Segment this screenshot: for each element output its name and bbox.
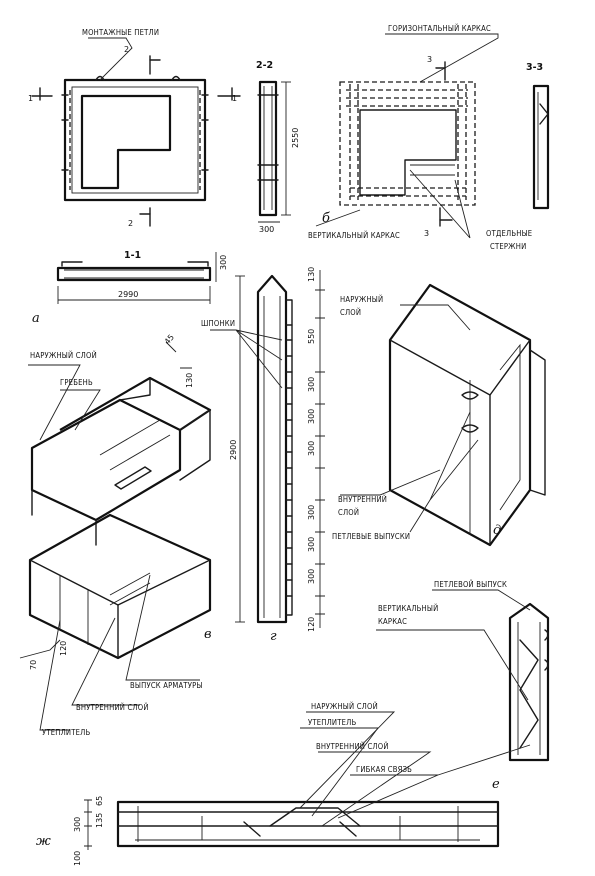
letter-d: д <box>493 523 501 538</box>
dim-2900: 2900 <box>229 440 238 460</box>
label-naruzhny-sloy-zh: НАРУЖНЫЙ СЛОЙ <box>311 702 378 711</box>
section-3-3 <box>532 84 550 210</box>
dim-zh-300: 300 <box>73 817 82 832</box>
dim-70-v: 70 <box>29 660 38 670</box>
label-petlevye-vypuski: ПЕТЛЕВЫЕ ВЫПУСКИ <box>332 532 410 541</box>
section-2-2 <box>257 80 291 223</box>
label-naruzhny-sloy-v: НАРУЖНЫЙ СЛОЙ <box>30 351 97 360</box>
dim-300-section11: 300 <box>219 255 228 270</box>
label-gorizontalny-karkas: ГОРИЗОНТАЛЬНЫЙ КАРКАС <box>388 24 491 33</box>
label-sterzhni: СТЕРЖНИ <box>490 242 526 251</box>
panel-v-isometric <box>19 341 212 731</box>
label-uteplitel-v: УТЕПЛИТЕЛЬ <box>42 728 90 737</box>
panel-zh-section <box>84 711 531 850</box>
letter-v: в <box>204 627 212 642</box>
label-vnutrenny-sloy-zh: ВНУТРЕННИЙ СЛОЙ <box>316 742 389 751</box>
label-otdelnye: ОТДЕЛЬНЫЕ <box>486 229 532 238</box>
dim-zh-135: 135 <box>95 813 104 828</box>
label-petlevoy-vypusk: ПЕТЛЕВОЙ ВЫПУСК <box>434 580 507 589</box>
letter-e: е <box>492 777 500 792</box>
section-mark-3-bottom: 3 <box>424 229 429 238</box>
label-vnutrenny-sloy-v: ВНУТРЕННИЙ СЛОЙ <box>76 703 149 712</box>
label-naruzhny-d-2: СЛОЙ <box>340 308 361 317</box>
label-vertikalny-karkas-b: ВЕРТИКАЛЬНЫЙ КАРКАС <box>308 231 400 240</box>
label-vertikalny-e-1: ВЕРТИКАЛЬНЫЙ <box>378 604 438 613</box>
dim-g-300-2: 300 <box>307 409 316 424</box>
section-title-3-3: 3-3 <box>526 62 543 73</box>
label-greben: ГРЕБЕНЬ <box>60 378 93 387</box>
section-mark-1-right: 1 <box>232 94 237 103</box>
dim-g-550: 550 <box>307 329 316 344</box>
dim-g-120: 120 <box>307 617 316 632</box>
label-vertikalny-e-2: КАРКАС <box>378 617 407 626</box>
dim-130-v: 130 <box>185 373 194 388</box>
dim-45: 45 <box>163 333 176 347</box>
label-naruzhny-d-1: НАРУЖНЫЙ <box>340 295 383 304</box>
label-vypusk-armatury: ВЫПУСК АРМАТУРЫ <box>130 681 203 690</box>
section-title-2-2: 2-2 <box>256 60 273 71</box>
letter-a: а <box>32 311 40 326</box>
label-vnutrenny-d-2: СЛОЙ <box>338 508 359 517</box>
dim-zh-65: 65 <box>95 796 104 806</box>
section-mark-3-top: 3 <box>427 55 432 64</box>
panel-g-edge <box>210 270 325 628</box>
dim-g-300-1: 300 <box>307 377 316 392</box>
dim-zh-100: 100 <box>73 851 82 866</box>
section-1-1 <box>56 252 217 304</box>
label-gibkaya-svyaz: ГИБКАЯ СВЯЗЬ <box>356 765 412 774</box>
dim-120-v: 120 <box>59 641 68 656</box>
panel-a-elevation <box>31 37 241 227</box>
dim-2990: 2990 <box>118 290 138 299</box>
dim-g-300-3: 300 <box>307 441 316 456</box>
label-montazhnye-petli: МОНТАЖНЫЕ ПЕТЛИ <box>82 28 159 37</box>
section-mark-1-left: 1 <box>28 94 33 103</box>
label-uteplitel-zh: УТЕПЛИТЕЛЬ <box>308 718 356 727</box>
letter-zh: ж <box>36 834 51 849</box>
section-mark-2-bottom: 2 <box>128 219 133 228</box>
letter-g: г <box>270 629 277 644</box>
label-vnutrenny-d-1: ВНУТРЕННИЙ <box>338 495 387 504</box>
panel-d-isometric <box>340 283 546 547</box>
letter-b: б <box>322 211 330 226</box>
section-title-1-1: 1-1 <box>124 250 141 261</box>
dim-g-300-5: 300 <box>307 537 316 552</box>
panel-b-reinforcement <box>315 33 499 239</box>
dim-300-section22: 300 <box>259 225 274 234</box>
dim-g-130: 130 <box>307 267 316 282</box>
dim-2550: 2550 <box>291 128 300 148</box>
label-shponki: ШПОНКИ <box>201 319 235 328</box>
dim-g-300-4: 300 <box>307 505 316 520</box>
panel-e-edge <box>376 589 550 762</box>
dim-g-300-6: 300 <box>307 569 316 584</box>
section-mark-2-top: 2 <box>124 45 129 54</box>
